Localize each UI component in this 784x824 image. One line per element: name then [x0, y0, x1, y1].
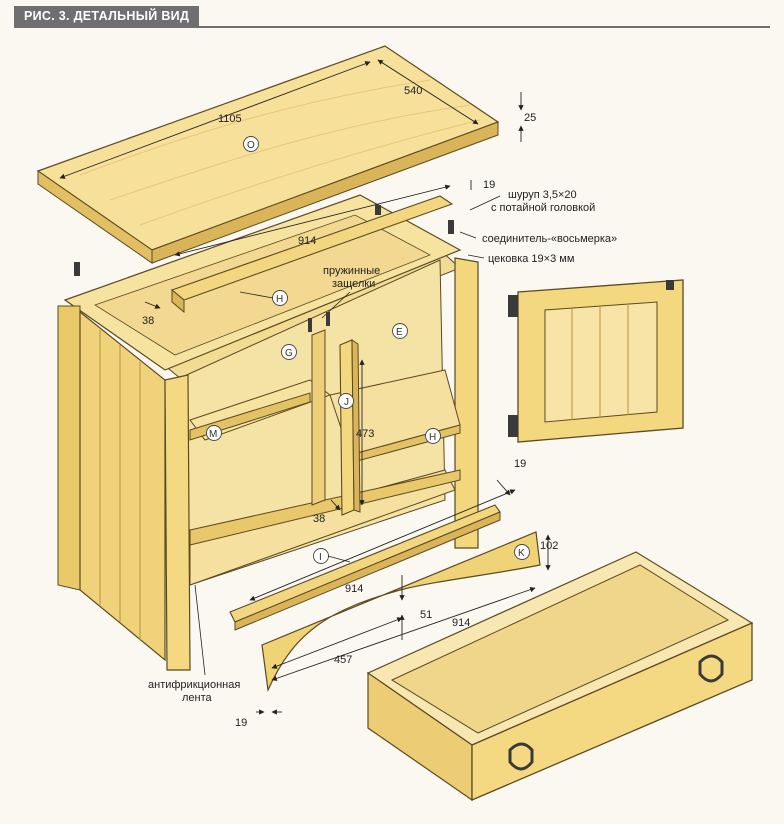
- dim-apron-height: 102: [540, 540, 558, 552]
- dim-apron-center: 457: [334, 654, 352, 666]
- latch-right-icon: [326, 312, 330, 326]
- part-letter-side-right: E: [396, 327, 403, 338]
- callout-screw-1: шуруп 3,5×20: [508, 189, 577, 201]
- part-letter-divider: J: [344, 397, 349, 408]
- part-letter-shelf-left-lower: M: [209, 429, 217, 440]
- dim-divider-height: 473: [356, 428, 374, 440]
- screw-left-icon: [74, 262, 80, 276]
- dim-rail-length: 914: [298, 235, 316, 247]
- callout-tape-2: лента: [182, 692, 213, 704]
- title-rule: [14, 26, 770, 28]
- part-letter-shelf-left: G: [285, 348, 293, 359]
- part-letter-markers: [206, 136, 530, 564]
- callout-screw-2: с потайной головкой: [491, 202, 595, 214]
- screw-right-icon: [448, 220, 454, 234]
- dim-divider-width: 38: [313, 513, 325, 525]
- dim-apron-thickness: 19: [235, 717, 247, 729]
- drawer-pull-right-icon: [698, 654, 724, 683]
- drawer-pull-left-icon: [508, 742, 534, 771]
- part-letter-rail-front: I: [319, 552, 322, 563]
- callout-connector: соединитель-«восьмерка»: [482, 233, 617, 245]
- dim-top-width: 540: [404, 85, 422, 97]
- latch-left-icon: [308, 318, 312, 332]
- callout-latches-2: защелки: [332, 278, 375, 290]
- dim-top-length: 1105: [218, 113, 242, 125]
- figure-title: РИС. 3. ДЕТАЛЬНЫЙ ВИД: [14, 6, 200, 26]
- callout-tape-1: антифрикционная: [148, 679, 240, 691]
- dim-rail-width: 38: [142, 315, 154, 327]
- dim-apron-rise: 51: [420, 609, 432, 621]
- door-hinge-bottom: [508, 415, 518, 437]
- door-latch: [666, 280, 674, 290]
- door-panel: [508, 279, 684, 443]
- dim-front-rail-length: 914: [345, 583, 363, 595]
- dim-apron-thickness-top: 19: [514, 458, 526, 470]
- dim-rail-thickness: 19: [483, 179, 495, 191]
- door-hinge-top: [508, 295, 518, 317]
- hardware-icons: [74, 205, 454, 332]
- part-letter-leaders: [239, 291, 351, 563]
- callout-bead: цековка 19×3 мм: [488, 253, 574, 265]
- callout-latches-1: пружинные: [323, 265, 380, 277]
- dimension-lines: [59, 59, 551, 715]
- part-letter-top: O: [247, 140, 255, 151]
- dim-top-thickness: 25: [524, 112, 536, 124]
- dim-apron-length: 914: [452, 617, 470, 629]
- connector-icon: [375, 205, 381, 215]
- part-letter-shelf-right: H: [429, 432, 436, 443]
- drawer: [366, 551, 754, 802]
- part-letter-rail-top: H: [276, 294, 283, 305]
- part-letter-apron: K: [518, 548, 525, 559]
